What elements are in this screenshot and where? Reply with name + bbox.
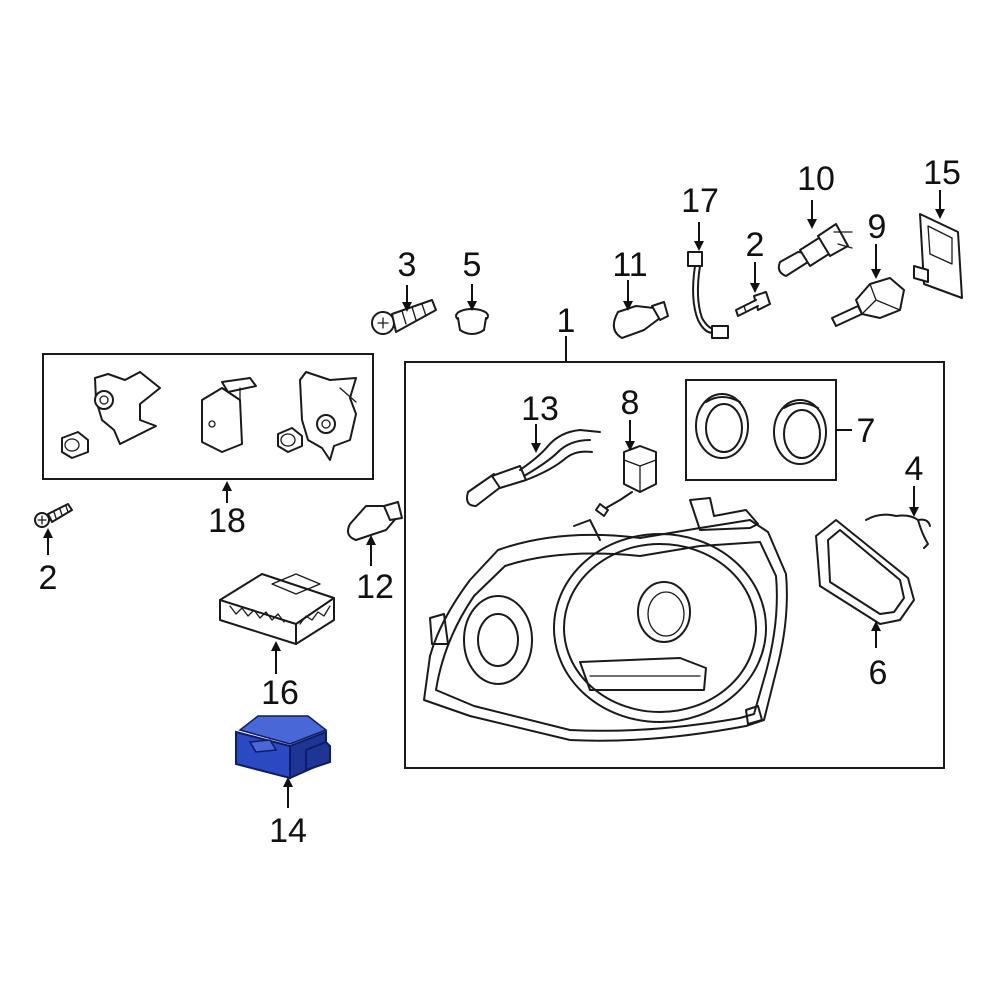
callout-14: 14: [269, 812, 307, 850]
part-11-bulb[interactable]: [612, 301, 669, 339]
part-8-socket[interactable]: [595, 445, 657, 517]
group-box-1: [404, 361, 945, 769]
callout-13: 13: [521, 390, 559, 428]
callout-17: 17: [681, 182, 719, 220]
callout-3: 3: [398, 246, 417, 284]
part-16-ballast[interactable]: [219, 573, 335, 645]
part-10-halogen-bulb[interactable]: [777, 223, 853, 277]
group-box-18: [42, 353, 374, 480]
callout-18: 18: [208, 502, 246, 540]
part-2-screw-left[interactable]: [34, 503, 73, 528]
callout-11: 11: [612, 246, 647, 284]
callout-16: 16: [261, 674, 299, 712]
callout-10: 10: [797, 160, 835, 198]
part-3-screw[interactable]: [371, 299, 437, 335]
callout-8: 8: [621, 384, 640, 422]
part-5-clip[interactable]: [455, 308, 489, 335]
callout-2-upper: 2: [746, 226, 765, 264]
callout-2-left: 2: [39, 559, 58, 597]
part-4-wire[interactable]: [865, 513, 931, 549]
part-18-bracket-kit[interactable]: [61, 371, 357, 461]
part-14-control-module-highlighted[interactable]: [235, 715, 331, 780]
part-6-gasket[interactable]: [815, 519, 915, 625]
callout-6: 6: [869, 654, 888, 692]
callout-1: 1: [557, 302, 576, 340]
callout-5: 5: [463, 246, 482, 284]
callout-4: 4: [905, 450, 924, 488]
part-2-screw-upper[interactable]: [735, 291, 771, 317]
part-7-seal-rings[interactable]: [695, 393, 827, 465]
part-12-bulb[interactable]: [347, 501, 403, 541]
part-15-control-module[interactable]: [913, 213, 963, 299]
callout-15: 15: [923, 154, 961, 192]
part-9-hid-bulb[interactable]: [831, 277, 905, 327]
callout-7: 7: [857, 412, 876, 450]
part-1-headlamp-assembly[interactable]: [423, 497, 788, 742]
callout-12: 12: [356, 568, 394, 606]
part-17-wire-harness[interactable]: [687, 251, 729, 339]
part-13-bulb-socket[interactable]: [466, 429, 601, 507]
callout-9: 9: [868, 208, 887, 246]
